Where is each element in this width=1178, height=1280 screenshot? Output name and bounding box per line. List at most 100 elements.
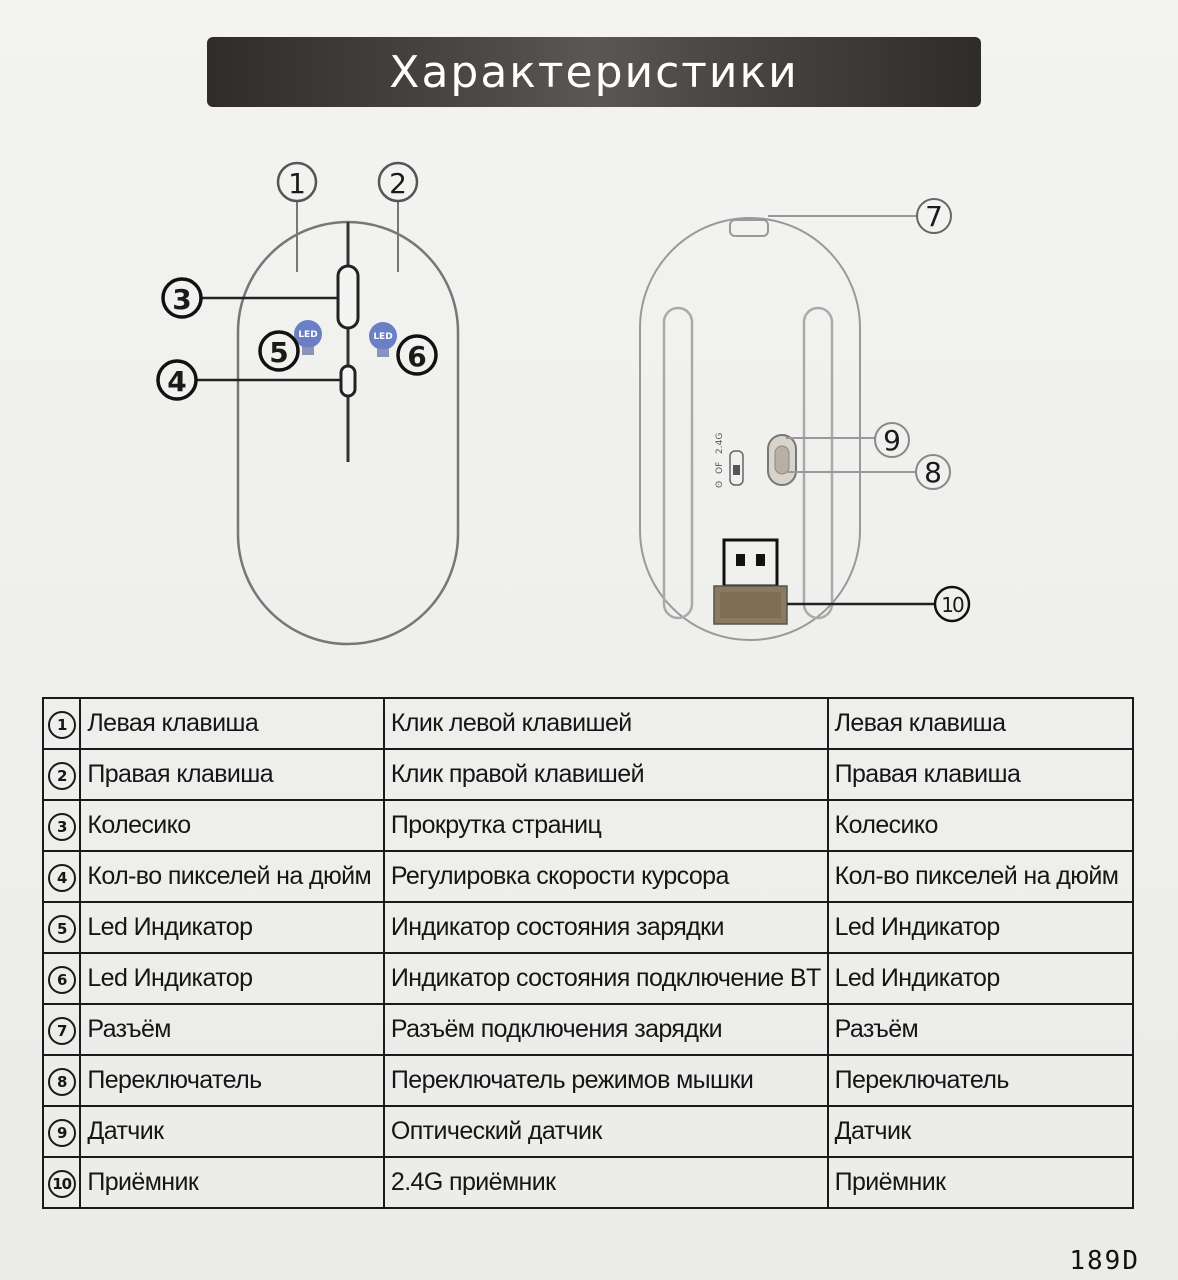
row-number-badge: 5 bbox=[47, 915, 76, 943]
scroll-wheel bbox=[336, 264, 360, 330]
part-name-repeat: Кол-во пикселей на дюйм bbox=[826, 850, 1135, 903]
part-function: Индикатор состояния зарядки bbox=[382, 901, 829, 954]
part-name-repeat: Правая клавиша bbox=[826, 748, 1135, 801]
part-name-repeat: Колесико bbox=[826, 799, 1135, 852]
glide-pad-right bbox=[802, 306, 834, 620]
callout-1: 1 bbox=[276, 161, 318, 203]
mode-switch-labels: ʘ OF 2.4G bbox=[715, 433, 725, 488]
part-name: Колесико bbox=[79, 799, 385, 852]
part-name-repeat: Переключатель bbox=[826, 1054, 1135, 1107]
page-title: Характеристики bbox=[389, 46, 799, 98]
part-name-repeat: Led Индикатор bbox=[826, 952, 1135, 1005]
row-number: 4 bbox=[41, 850, 82, 903]
part-function: Оптический датчик bbox=[382, 1105, 829, 1158]
row-number-badge: 3 bbox=[47, 813, 76, 841]
row-number-badge: 8 bbox=[47, 1068, 76, 1096]
mode-switch bbox=[729, 450, 744, 486]
part-name: Разъём bbox=[79, 1003, 385, 1056]
part-name: Переключатель bbox=[79, 1054, 385, 1107]
part-name: Led Индикатор bbox=[79, 952, 385, 1005]
callout-4: 4 bbox=[156, 359, 198, 401]
svg-text:3: 3 bbox=[172, 283, 191, 316]
svg-text:2: 2 bbox=[389, 167, 407, 200]
svg-text:4: 4 bbox=[167, 365, 186, 398]
row-number-badge: 6 bbox=[47, 966, 76, 994]
row-number: 1 bbox=[41, 697, 82, 750]
callout-2: 2 bbox=[377, 161, 419, 203]
part-name: Правая клавиша bbox=[79, 748, 385, 801]
sensor-lens bbox=[774, 445, 790, 475]
row-number-badge: 7 bbox=[47, 1017, 76, 1045]
part-name-repeat: Приёмник bbox=[826, 1156, 1135, 1209]
callout-7: 7 bbox=[916, 198, 952, 234]
row-number: 2 bbox=[41, 748, 82, 801]
dpi-button bbox=[339, 364, 357, 398]
part-name-repeat: Левая клавиша bbox=[826, 697, 1135, 750]
page-number: 189D bbox=[1069, 1246, 1140, 1276]
svg-text:10: 10 bbox=[941, 593, 964, 617]
glide-pad-left bbox=[662, 306, 694, 620]
part-function: Переключатель режимов мышки bbox=[382, 1054, 829, 1107]
part-name-repeat: Датчик bbox=[826, 1105, 1135, 1158]
callout-3: 3 bbox=[161, 277, 203, 319]
row-number-badge: 10 bbox=[47, 1170, 76, 1198]
mode-switch-knob bbox=[733, 465, 740, 475]
mouse-bottom-view: ʘ OF 2.4G bbox=[639, 215, 935, 641]
part-name: Левая клавиша bbox=[79, 697, 385, 750]
part-name: Приёмник bbox=[79, 1156, 385, 1209]
svg-text:OF: OF bbox=[715, 462, 725, 474]
mouse-diagram: LED LED 1 2 3 bbox=[156, 161, 971, 646]
callout-5: 5 bbox=[258, 330, 300, 372]
svg-text:LED: LED bbox=[373, 332, 392, 342]
callout-6: 6 bbox=[396, 334, 438, 376]
usb-receiver bbox=[713, 538, 788, 625]
svg-text:7: 7 bbox=[925, 200, 943, 233]
row-number: 5 bbox=[41, 901, 82, 954]
svg-text:8: 8 bbox=[924, 456, 942, 489]
part-function: Прокрутка страниц bbox=[382, 799, 829, 852]
svg-text:ʘ: ʘ bbox=[715, 481, 725, 488]
part-name-repeat: Led Индикатор bbox=[826, 901, 1135, 954]
mouse-top-view: LED LED bbox=[196, 200, 460, 646]
row-number: 8 bbox=[41, 1054, 82, 1107]
svg-text:6: 6 bbox=[407, 340, 426, 373]
title-banner: Характеристики bbox=[207, 37, 981, 107]
led-bulb-icon: LED bbox=[294, 320, 322, 355]
mouse-bottom-outline bbox=[639, 217, 861, 641]
part-function: Разъём подключения зарядки bbox=[382, 1003, 829, 1056]
svg-text:5: 5 bbox=[269, 336, 288, 369]
part-function: Индикатор состояния подключение BT bbox=[382, 952, 829, 1005]
row-number: 3 bbox=[41, 799, 82, 852]
callout-9: 9 bbox=[874, 422, 910, 458]
svg-text:9: 9 bbox=[883, 424, 901, 457]
part-function: Клик правой клавишей bbox=[382, 748, 829, 801]
part-name-repeat: Разъём bbox=[826, 1003, 1135, 1056]
part-name: Кол-во пикселей на дюйм bbox=[79, 850, 385, 903]
callout-10: 10 bbox=[933, 585, 971, 623]
svg-text:1: 1 bbox=[288, 167, 306, 200]
svg-text:2.4G: 2.4G bbox=[715, 433, 725, 454]
row-number-badge: 1 bbox=[47, 711, 76, 739]
row-number: 6 bbox=[41, 952, 82, 1005]
row-number-badge: 2 bbox=[47, 762, 76, 790]
row-number-badge: 9 bbox=[47, 1119, 76, 1147]
row-number: 7 bbox=[41, 1003, 82, 1056]
part-name: Датчик bbox=[79, 1105, 385, 1158]
part-function: Клик левой клавишей bbox=[382, 697, 829, 750]
part-name: Led Индикатор bbox=[79, 901, 385, 954]
callout-8: 8 bbox=[915, 454, 951, 490]
part-function: 2.4G приёмник bbox=[382, 1156, 829, 1209]
row-number: 9 bbox=[41, 1105, 82, 1158]
